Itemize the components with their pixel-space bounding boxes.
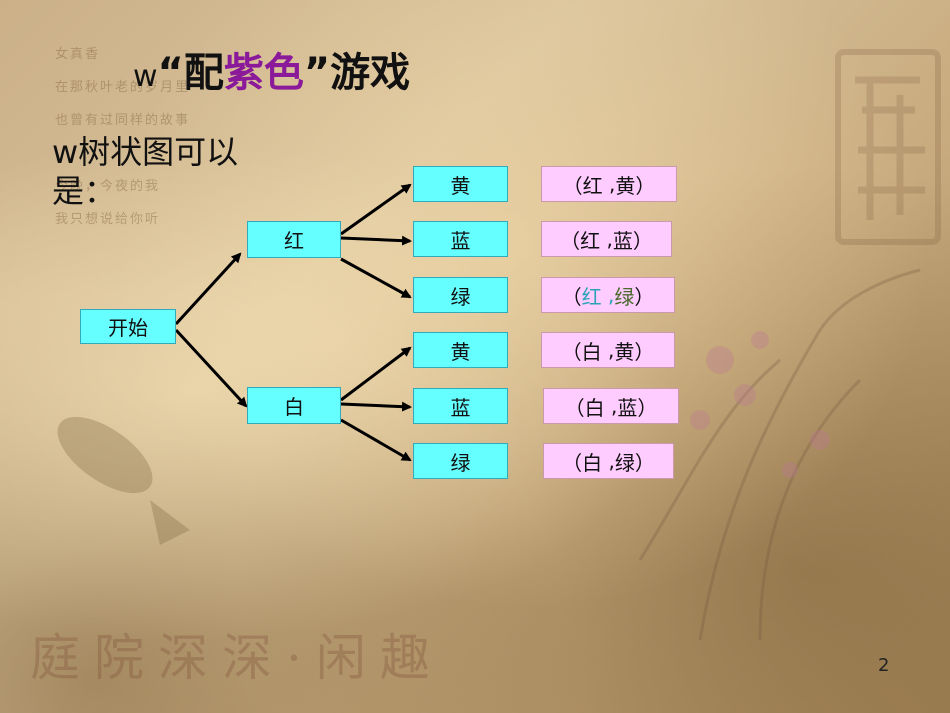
background-seal-text: 庭院深深·闲趣: [30, 629, 444, 687]
node-red-blue: 蓝: [413, 221, 508, 257]
title-quote-open: “: [157, 50, 184, 96]
poem-line: 今晚，今夜的我: [55, 179, 161, 194]
node-red: 红: [247, 221, 341, 258]
result-pair: （白 ,蓝）: [543, 388, 679, 424]
poem-line: 在那秋叶老的岁月里: [55, 80, 191, 95]
title-prefix: w: [133, 59, 158, 94]
arrow-white-blue: [340, 401, 412, 412]
result-pair: （红 ,蓝）: [541, 221, 672, 257]
node-start: 开始: [80, 309, 176, 344]
node-white: 白: [247, 387, 341, 424]
arrow-white-yellow: [340, 346, 412, 402]
arrow-red-yellow: [340, 183, 412, 236]
title-part-1: 配: [183, 50, 224, 96]
title-quote-close: ”: [303, 50, 331, 96]
arrow-root-red: [174, 252, 242, 326]
slide-title: w“配紫色”游戏: [133, 40, 410, 98]
arrow-red-green: [340, 257, 412, 299]
arrow-red-blue: [340, 235, 412, 246]
result-pair: （白 ,绿）: [543, 443, 674, 479]
arrow-white-green: [340, 418, 412, 462]
title-part-3: 游戏: [330, 50, 411, 96]
poem-line: 我只想说给你听: [55, 212, 161, 227]
poem-line: 也曾有过同样的故事: [55, 113, 191, 128]
title-accent: 紫色: [223, 50, 304, 96]
result-pair: （红 ,黄）: [541, 166, 677, 202]
node-white-green: 绿: [413, 443, 508, 479]
node-white-blue: 蓝: [413, 388, 508, 424]
node-white-yellow: 黄: [413, 332, 508, 368]
arrow-root-white: [174, 328, 248, 408]
node-red-green: 绿: [413, 277, 508, 313]
poem-line: 女真香: [55, 47, 101, 62]
node-red-yellow: 黄: [413, 166, 508, 202]
result-pair: （白 ,黄）: [541, 332, 675, 368]
page-number: 2: [878, 655, 890, 676]
result-pair: （红 ,绿）: [541, 277, 675, 313]
background-poem: 女真香 在那秋叶老的岁月里 也曾有过同样的故事 今晚，今夜的我 我只想说给你听: [55, 38, 190, 236]
subtitle: w树状图可以是：: [52, 133, 239, 210]
